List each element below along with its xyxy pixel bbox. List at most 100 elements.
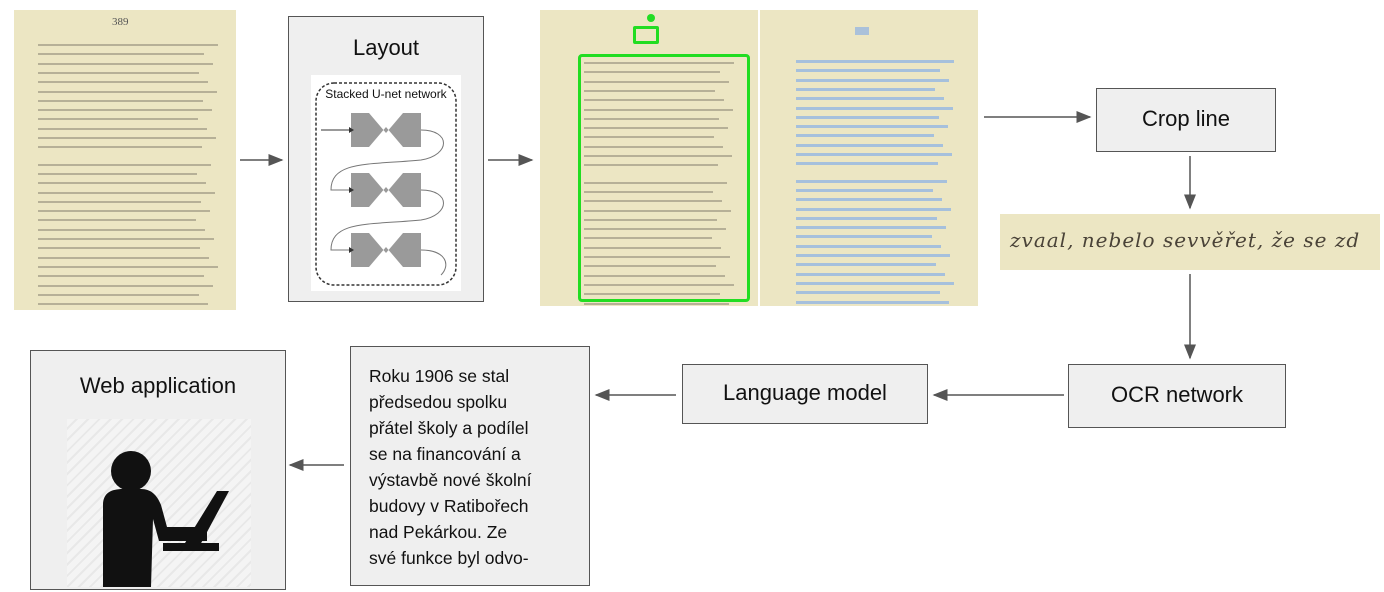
handwritten-line <box>584 209 731 212</box>
handwritten-line <box>38 53 204 56</box>
handwritten-line <box>796 115 939 119</box>
handwritten-line <box>796 291 940 295</box>
cropped-line-image: zvaal, nebelo sevvěřet, že se zd <box>1000 214 1380 270</box>
crop-line-box: Crop line <box>1096 88 1276 152</box>
layout-box: Layout Stacked U-net network <box>288 16 484 302</box>
handwritten-line <box>584 200 722 203</box>
handwritten-line <box>38 44 218 46</box>
handwritten-line <box>584 155 732 157</box>
web-application-label: Web application <box>79 373 237 398</box>
handwritten-line <box>584 145 723 148</box>
handwritten-line <box>584 62 734 64</box>
handwritten-line <box>584 265 716 268</box>
handwritten-line <box>796 143 943 147</box>
page-number-line-highlight <box>855 27 869 35</box>
ocr-output-box: Roku 1906 se stal předsedou spolku přáte… <box>350 346 590 586</box>
handwritten-line <box>796 188 933 192</box>
handwritten-line <box>38 265 218 268</box>
unet-network-label: Stacked U-net network <box>325 87 447 101</box>
ocr-output-text: Roku 1906 se stal předsedou spolku přáte… <box>369 366 532 568</box>
handwritten-line <box>796 153 952 156</box>
handwritten-line <box>38 62 213 65</box>
handwritten-line <box>796 235 932 239</box>
handwritten-line <box>796 300 949 304</box>
handwritten-line <box>38 90 217 93</box>
unet-diagram: Stacked U-net network <box>311 75 461 291</box>
handwritten-line <box>38 118 198 121</box>
handwritten-line <box>796 78 949 82</box>
handwritten-line <box>796 125 948 129</box>
handwritten-line <box>796 226 946 230</box>
region-detection-page <box>540 10 758 306</box>
handwritten-line <box>584 228 726 231</box>
handwritten-line <box>796 207 951 211</box>
handwritten-line <box>584 71 720 74</box>
user-at-laptop-icon <box>103 451 229 587</box>
page-number-region-highlight <box>633 26 659 44</box>
ocr-network-label: OCR network <box>1110 382 1244 407</box>
handwritten-line <box>584 99 724 102</box>
unet-block-2 <box>351 173 421 207</box>
language-model-box: Language model <box>682 364 928 424</box>
handwritten-line <box>38 71 199 74</box>
handwritten-line <box>38 191 215 194</box>
handwritten-line <box>38 284 213 287</box>
handwritten-line <box>38 238 214 240</box>
handwritten-line <box>584 237 712 240</box>
handwritten-line <box>38 99 203 102</box>
handwritten-line <box>584 218 717 221</box>
handwritten-line <box>584 136 714 139</box>
handwritten-line <box>38 81 208 84</box>
handwritten-line <box>796 179 947 183</box>
unet-block-3 <box>351 233 421 267</box>
handwritten-line <box>584 89 715 92</box>
handwritten-line <box>796 281 954 285</box>
handwritten-line <box>584 256 730 258</box>
page-marker-dot <box>647 14 655 22</box>
handwritten-line <box>38 137 216 139</box>
handwritten-line <box>38 172 197 175</box>
handwritten-line <box>584 302 729 305</box>
handwritten-line <box>584 283 734 286</box>
handwritten-line <box>38 109 212 112</box>
handwritten-line <box>584 117 719 120</box>
unet-block-1 <box>351 113 421 147</box>
handwritten-line <box>796 272 945 276</box>
web-app-illustration <box>67 419 251 587</box>
handwritten-line <box>38 256 209 259</box>
handwritten-line <box>38 303 208 306</box>
handwritten-line <box>38 163 211 166</box>
handwritten-line <box>38 146 202 149</box>
handwritten-line <box>38 127 207 130</box>
handwritten-line <box>796 254 950 257</box>
handwritten-line <box>584 246 721 249</box>
handwritten-line <box>796 134 934 138</box>
handwritten-line <box>584 274 725 277</box>
input-page-scan: 389 <box>14 10 236 310</box>
ocr-network-box: OCR network <box>1068 364 1286 428</box>
handwritten-line <box>796 162 938 166</box>
handwritten-line <box>796 60 954 63</box>
handwritten-line <box>584 164 718 167</box>
line-detection-page <box>760 10 978 306</box>
handwritten-line <box>796 87 935 91</box>
handwritten-line <box>38 219 196 222</box>
handwritten-line <box>796 69 940 73</box>
handwritten-line <box>796 97 944 101</box>
handwritten-line <box>584 181 727 184</box>
handwritten-line <box>38 293 199 296</box>
handwritten-line <box>584 190 713 193</box>
web-application-box: Web application <box>30 350 286 590</box>
handwritten-line <box>584 80 729 83</box>
crop-line-label: Crop line <box>1141 106 1231 131</box>
handwritten-line <box>796 106 953 110</box>
handwritten-line <box>38 200 201 203</box>
handwritten-line <box>38 228 205 231</box>
handwritten-line <box>38 210 210 213</box>
language-model-label: Language model <box>723 380 887 405</box>
page-number: 389 <box>112 16 129 28</box>
stacked-unet-graphic <box>315 82 457 286</box>
handwritten-line <box>584 108 733 111</box>
handwritten-line <box>38 275 204 278</box>
